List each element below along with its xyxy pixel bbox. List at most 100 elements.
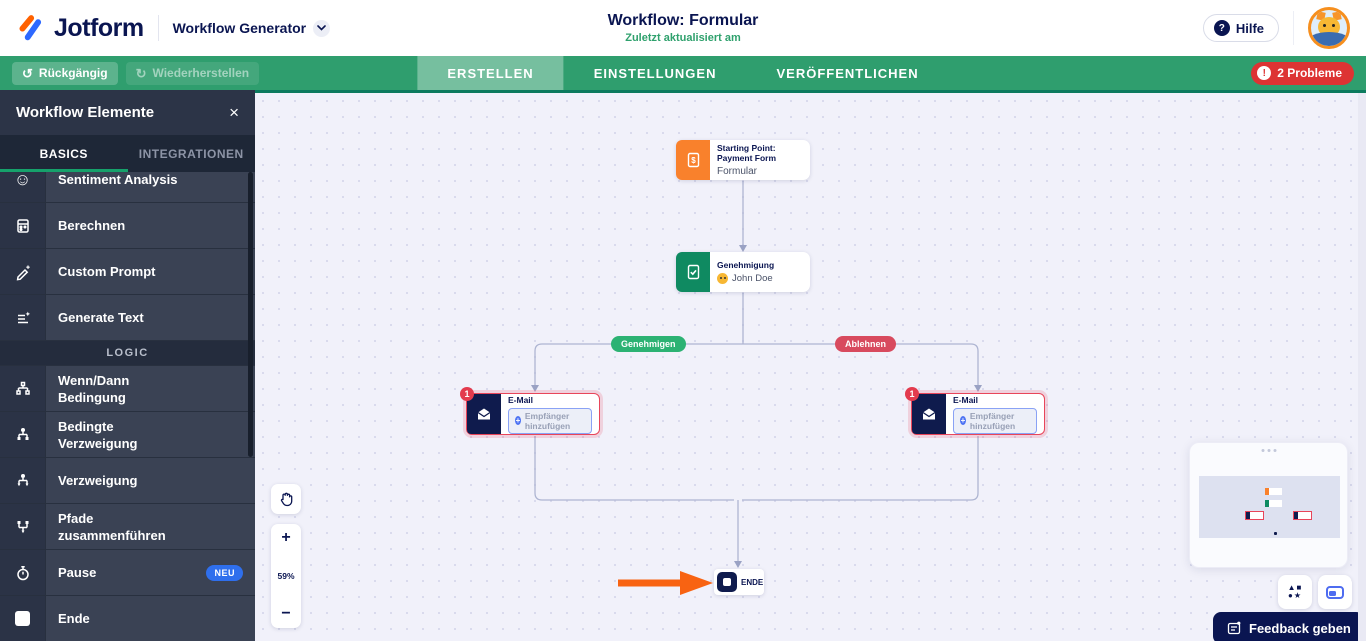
edge-label-genehmigen[interactable]: Genehmigen <box>611 336 686 352</box>
stopwatch-icon <box>0 550 46 595</box>
product-label: Workflow Generator <box>172 20 307 36</box>
split-icon <box>0 458 46 503</box>
element-generate-text[interactable]: Generate Text <box>0 295 255 341</box>
node-email-right[interactable]: 1 E-Mail + Empfänger hinzufügen <box>905 387 1045 435</box>
elements-shortcut-button[interactable]: ▲■●★ <box>1278 575 1312 609</box>
node-title: Starting Point: Payment Form <box>717 143 777 163</box>
element-list: ☺ Sentiment Analysis Berechnen <box>0 172 255 641</box>
email-icon <box>912 394 946 434</box>
content-area: Workflow Elemente × BASICS INTEGRATIONEN… <box>0 90 1366 641</box>
sidebar-scrollbar[interactable] <box>248 172 253 457</box>
main-tabs: ERSTELLEN EINSTELLUNGEN VERÖFFENTLICHEN <box>417 56 948 90</box>
element-berechnen[interactable]: Berechnen <box>0 203 255 249</box>
node-title: Genehmigung <box>717 260 775 270</box>
workflow-canvas[interactable]: Genehmigen Ablehnen $ Starting Point: Pa… <box>255 90 1366 641</box>
close-icon[interactable]: × <box>229 102 239 122</box>
end-square-icon <box>717 572 737 592</box>
minimap-node-start <box>1265 488 1282 495</box>
feedback-button[interactable]: Feedback geben <box>1213 612 1364 641</box>
neu-badge: NEU <box>206 564 243 581</box>
header-actions: ? Hilfe <box>1202 7 1350 49</box>
problems-badge[interactable]: ! 2 Probleme <box>1251 61 1354 85</box>
workflow-toolbar: ↺ Rückgängig ↻ Wiederherstellen ERSTELLE… <box>0 56 1366 90</box>
exclamation-icon: ! <box>1257 66 1272 80</box>
chevron-down-icon <box>313 19 331 37</box>
node-title: ENDE <box>741 577 764 587</box>
element-wenn-dann-bedingung[interactable]: Wenn/Dann Bedingung <box>0 366 255 412</box>
minimap-viewport[interactable] <box>1199 476 1340 538</box>
zoom-level: 59% <box>277 571 295 581</box>
user-avatar[interactable] <box>1308 7 1350 49</box>
email-icon <box>467 394 501 434</box>
zoom-in-button[interactable]: + <box>281 529 291 546</box>
tab-basics[interactable]: BASICS <box>0 135 128 172</box>
conditional-split-icon <box>0 412 46 457</box>
minimap-node-email-right <box>1293 511 1312 520</box>
feedback-label: Feedback geben <box>1249 620 1351 636</box>
add-recipient-button[interactable]: + Empfänger hinzufügen <box>953 407 1037 434</box>
hand-icon <box>280 492 293 507</box>
minimap[interactable] <box>1189 442 1348 568</box>
minimap-node-end <box>1274 532 1277 535</box>
assignee-name: John Doe <box>732 273 773 284</box>
element-pfade-zusammenfuehren[interactable]: Pfade zusammenführen <box>0 504 255 550</box>
panel-icon <box>1326 585 1344 599</box>
element-bedingte-verzweigung[interactable]: Bedingte Verzweigung <box>0 412 255 458</box>
avatar-art <box>1311 32 1347 46</box>
undo-label: Rückgängig <box>38 66 108 80</box>
question-icon: ? <box>1213 20 1230 36</box>
undo-button[interactable]: ↺ Rückgängig <box>12 61 118 85</box>
end-square-icon <box>0 596 46 641</box>
help-button[interactable]: ? Hilfe <box>1202 14 1279 42</box>
help-label: Hilfe <box>1235 20 1264 36</box>
feedback-icon <box>1227 621 1241 635</box>
sidebar-tabs: BASICS INTEGRATIONEN <box>0 135 255 172</box>
smiley-icon: ☺ <box>0 172 46 202</box>
node-email-left[interactable]: 1 E-Mail + Empfänger hinzufügen <box>460 387 600 435</box>
if-then-icon <box>0 366 46 411</box>
element-sentiment-analysis[interactable]: ☺ Sentiment Analysis <box>0 172 255 203</box>
generate-text-icon <box>0 295 46 340</box>
redo-icon: ↻ <box>135 65 147 81</box>
plus-icon: + <box>515 416 521 425</box>
canvas-scrollbar[interactable] <box>1358 93 1366 641</box>
workflow-title-block: Workflow: Formular Zuletzt aktualisiert … <box>608 12 759 44</box>
node-ende[interactable]: ENDE <box>714 569 764 595</box>
element-pause[interactable]: Pause NEU <box>0 550 255 596</box>
error-count-badge: 1 <box>460 387 474 401</box>
element-verzweigung[interactable]: Verzweigung <box>0 458 255 504</box>
zoom-out-button[interactable]: − <box>281 605 291 622</box>
avatar-art <box>1332 24 1335 27</box>
jotform-logo[interactable]: Jotform <box>16 14 144 43</box>
jotform-logo-icon <box>19 15 42 41</box>
redo-button[interactable]: ↻ Wiederherstellen <box>125 61 260 85</box>
svg-text:$: $ <box>691 156 696 165</box>
workflow-elements-sidebar: Workflow Elemente × BASICS INTEGRATIONEN… <box>0 90 255 641</box>
element-custom-prompt[interactable]: Custom Prompt <box>0 249 255 295</box>
toggle-minimap-button[interactable] <box>1318 575 1352 609</box>
tab-veroeffentlichen[interactable]: VERÖFFENTLICHEN <box>776 65 919 81</box>
node-subtitle: Formular <box>717 166 758 177</box>
minimap-node-approval <box>1265 500 1282 507</box>
edge-label-ablehnen[interactable]: Ablehnen <box>835 336 897 352</box>
header-divider <box>157 15 159 41</box>
payment-form-icon: $ <box>676 140 710 180</box>
app-header: Jotform Workflow Generator Workflow: For… <box>0 0 1366 56</box>
node-genehmigung[interactable]: Genehmigung John Doe <box>676 252 810 292</box>
tab-erstellen[interactable]: ERSTELLEN <box>417 56 564 90</box>
product-switcher[interactable]: Workflow Generator <box>172 19 331 37</box>
element-ende[interactable]: Ende <box>0 596 255 641</box>
plus-icon: + <box>960 416 966 425</box>
zoom-controls: + 59% − <box>271 524 301 628</box>
node-title: E-Mail <box>508 394 534 405</box>
avatar-art <box>1323 24 1326 27</box>
assignee-avatar <box>717 273 728 284</box>
tab-integrationen[interactable]: INTEGRATIONEN <box>138 146 244 161</box>
header-divider <box>1293 11 1294 45</box>
sidebar-title: Workflow Elemente <box>16 104 155 121</box>
add-recipient-button[interactable]: + Empfänger hinzufügen <box>508 407 592 434</box>
tab-einstellungen[interactable]: EINSTELLUNGEN <box>593 65 717 81</box>
undo-icon: ↺ <box>22 65 33 81</box>
node-starting-point[interactable]: $ Starting Point: Payment Form Formular <box>676 140 810 180</box>
pan-tool-button[interactable] <box>271 484 301 514</box>
